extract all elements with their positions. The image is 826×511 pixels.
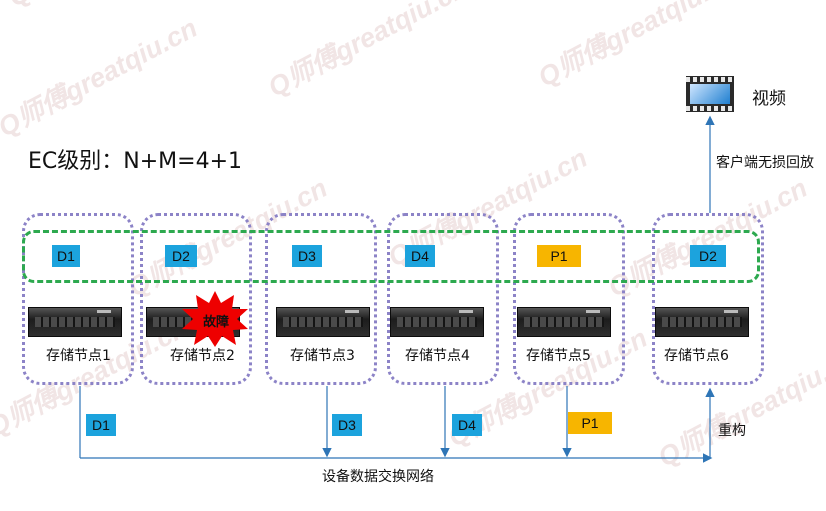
storage-node-frame — [652, 213, 764, 385]
diagram-title: EC级别：N+M=4+1 — [28, 149, 242, 174]
stripe-block: D2 — [690, 245, 726, 267]
network-label: 设备数据交换网络 — [322, 469, 434, 485]
client-playback-label: 客户端无损回放 — [716, 155, 814, 171]
transfer-block: D3 — [332, 414, 362, 436]
node-label: 存储节点1 — [46, 348, 111, 364]
ec-stripe-group — [22, 230, 760, 283]
server-rack-icon — [655, 307, 749, 337]
server-rack-icon — [276, 307, 370, 337]
storage-node-frame — [22, 213, 134, 385]
server-rack-icon — [28, 307, 122, 337]
server-rack-icon — [517, 307, 611, 337]
node-label: 存储节点3 — [290, 348, 355, 364]
stripe-block: P1 — [537, 245, 581, 267]
transfer-block: P1 — [568, 412, 612, 434]
rebuild-label: 重构 — [718, 423, 746, 439]
stripe-block: D4 — [405, 245, 435, 267]
server-rack-icon — [390, 307, 484, 337]
node-label: 存储节点5 — [526, 348, 591, 364]
stripe-block: D2 — [165, 245, 197, 267]
node-label: 存储节点2 — [170, 348, 235, 364]
fault-burst-icon — [182, 291, 248, 347]
storage-node-frame — [140, 213, 252, 385]
storage-node-frame — [265, 213, 377, 385]
video-film-icon — [686, 76, 734, 112]
video-label: 视频 — [752, 89, 786, 109]
fault-label: 故障 — [202, 315, 229, 330]
stripe-block: D3 — [292, 245, 322, 267]
transfer-block: D4 — [452, 414, 482, 436]
storage-node-frame — [387, 213, 499, 385]
stripe-block: D1 — [52, 245, 80, 267]
node-label: 存储节点4 — [405, 348, 470, 364]
storage-node-frame — [513, 213, 625, 385]
transfer-block: D1 — [86, 414, 116, 436]
node-label: 存储节点6 — [664, 348, 729, 364]
